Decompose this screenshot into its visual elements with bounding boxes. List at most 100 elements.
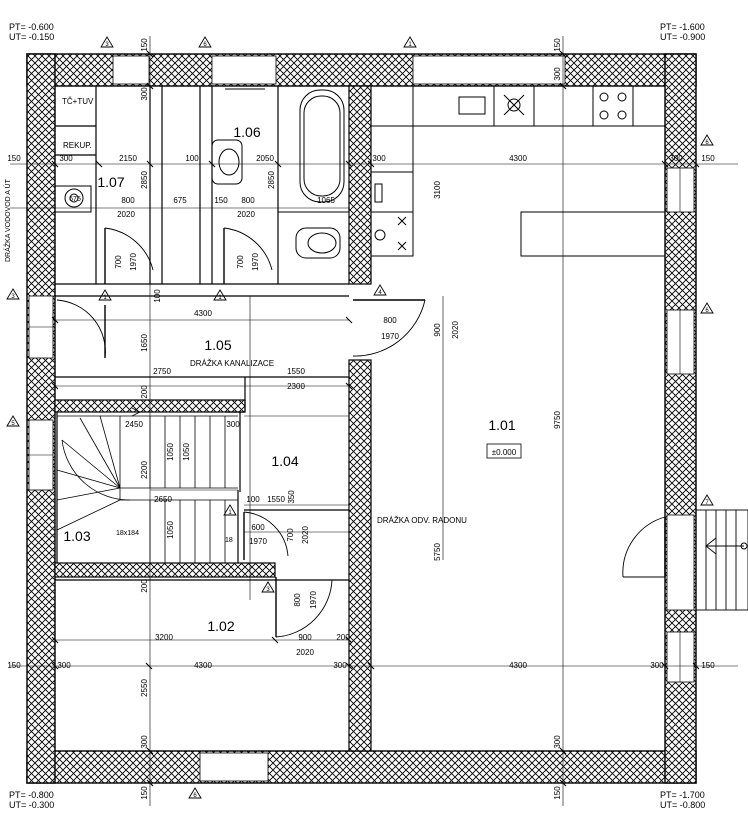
dim-text: 150 (701, 661, 715, 670)
level-top-left: PT= -0.600 UT= -0.150 (9, 22, 54, 42)
window-e2 (666, 309, 695, 375)
marker-triangle (198, 36, 212, 48)
dim-text: 2150 (119, 154, 137, 163)
kitchen-stove (592, 85, 634, 127)
dim-text: 2020 (301, 526, 310, 544)
dim-text: 1970 (129, 253, 138, 271)
marker-number: 3 (266, 587, 270, 593)
level-ut: UT= -0.900 (660, 32, 706, 42)
dim-text: 150 (7, 154, 21, 163)
dimension-texts: 150 300 2150 100 2050 300 4300 300 150 8… (7, 154, 715, 670)
dim-text: 300 (372, 154, 386, 163)
level-pt: PT= -1.600 (660, 22, 705, 32)
dim-text: 300 (333, 661, 347, 670)
kitchen-sink (458, 96, 486, 115)
dim-text: 2300 (287, 382, 305, 391)
window-e1 (666, 167, 695, 213)
dim-text: 900 (433, 323, 442, 337)
dim-text: 150 (140, 786, 149, 800)
room-number-1-04: 1.04 (271, 453, 298, 469)
dim-text: 1970 (249, 537, 267, 546)
window-n3 (412, 55, 566, 85)
window-n1 (112, 55, 150, 85)
entrance-steps (695, 509, 748, 611)
dim-text: 1970 (309, 591, 318, 609)
dim-text: 300 (553, 735, 562, 749)
room-labels: 1.01 ±0.000 1.02 1.03 1.04 1.05 1.06 1.0… (63, 124, 522, 634)
dim-text: 4300 (194, 661, 212, 670)
marker-number: 1 (218, 295, 222, 301)
marker-triangle (100, 36, 114, 48)
marker-number: 1 (103, 295, 107, 301)
walls (26, 53, 697, 784)
dim-text: 4300 (509, 154, 527, 163)
dim-text: 150 (140, 38, 149, 52)
openings (28, 55, 695, 782)
dim-text: 150 (553, 786, 562, 800)
dim-text: 2550 (140, 679, 149, 697)
marker-number: 3 (105, 42, 109, 48)
room-number-1-07: 1.07 (97, 174, 124, 190)
window-n2 (211, 55, 277, 85)
dim-text: 1970 (251, 253, 260, 271)
label-drazka-radon: DRÁŽKA ODV. RADONU (377, 516, 467, 525)
marker-triangle (700, 494, 714, 506)
staircase (56, 407, 238, 563)
dim-text: 300 (59, 154, 73, 163)
marker-numbers: 3 6 1 6 6 7 3 5 1 1 4 1 3 6 (11, 42, 709, 799)
level-bottom-left: PT= -0.800 UT= -0.300 (9, 790, 54, 810)
dim-text: 150 (553, 38, 562, 52)
dim-text: 800 (383, 316, 397, 325)
marker-number: 1 (408, 42, 412, 48)
marker-number: 5 (11, 421, 15, 427)
marker-triangle (188, 787, 202, 799)
annotation-labels: TČ+TUV REKUP. DRÁŽKA KANALIZACE DRÁŽKA O… (3, 97, 467, 544)
room-number-1-01: 1.01 (488, 417, 515, 433)
level-bottom-right: PT= -1.700 UT= -0.800 (660, 790, 705, 810)
marker-triangle (700, 302, 714, 314)
dim-text: 150 (701, 154, 715, 163)
dim-text: 3100 (433, 181, 442, 199)
dim-text: 9750 (553, 411, 562, 429)
room-number-1-02: 1.02 (207, 618, 234, 634)
label-drazka-kanalizace: DRÁŽKA KANALIZACE (190, 359, 274, 368)
dim-text: 150 (7, 661, 21, 670)
marker-triangle (98, 289, 112, 301)
dim-text: 2020 (296, 648, 314, 657)
marker-triangle (6, 288, 20, 300)
level-ut: UT= -0.300 (9, 800, 55, 810)
dimension-ticks (51, 50, 700, 787)
dim-text: 300 (57, 661, 71, 670)
dim-text: 675 (173, 196, 187, 205)
level-box (486, 443, 522, 459)
dim-text: 1550 (287, 367, 305, 376)
level-ut: UT= -0.800 (660, 800, 706, 810)
dim-text: 800 (121, 196, 135, 205)
dim-text: 1050 (166, 443, 175, 461)
marker-number: 6 (705, 140, 709, 146)
dim-text: 300 (669, 154, 683, 163)
dim-text: 100 (153, 289, 162, 303)
level-top-right: PT= -1.600 UT= -0.900 (660, 22, 705, 42)
label-drazka-vodovod: DRÁŽKA VODOVOD A ÚT (3, 178, 12, 262)
kitchen-island (520, 211, 666, 257)
dim-text: 150 (214, 196, 228, 205)
window-e3 (666, 631, 695, 683)
kitchen-counters (370, 85, 666, 257)
partitions (55, 86, 349, 581)
wall-south (26, 750, 697, 784)
marker-number: 6 (203, 42, 207, 48)
dim-text: 2850 (140, 171, 149, 189)
dim-text: 2200 (140, 461, 149, 479)
kitchen-tall-cabinets (370, 125, 414, 257)
label-tc-tuv: TČ+TUV (62, 97, 94, 106)
dim-text: 3200 (155, 633, 173, 642)
dim-text: 100 (185, 154, 199, 163)
dim-text: 4300 (509, 661, 527, 670)
dim-text: 800 (293, 593, 302, 607)
dim-text: 2850 (267, 171, 276, 189)
level-pt: PT= -0.600 (9, 22, 54, 32)
dim-text: 800 (241, 196, 255, 205)
